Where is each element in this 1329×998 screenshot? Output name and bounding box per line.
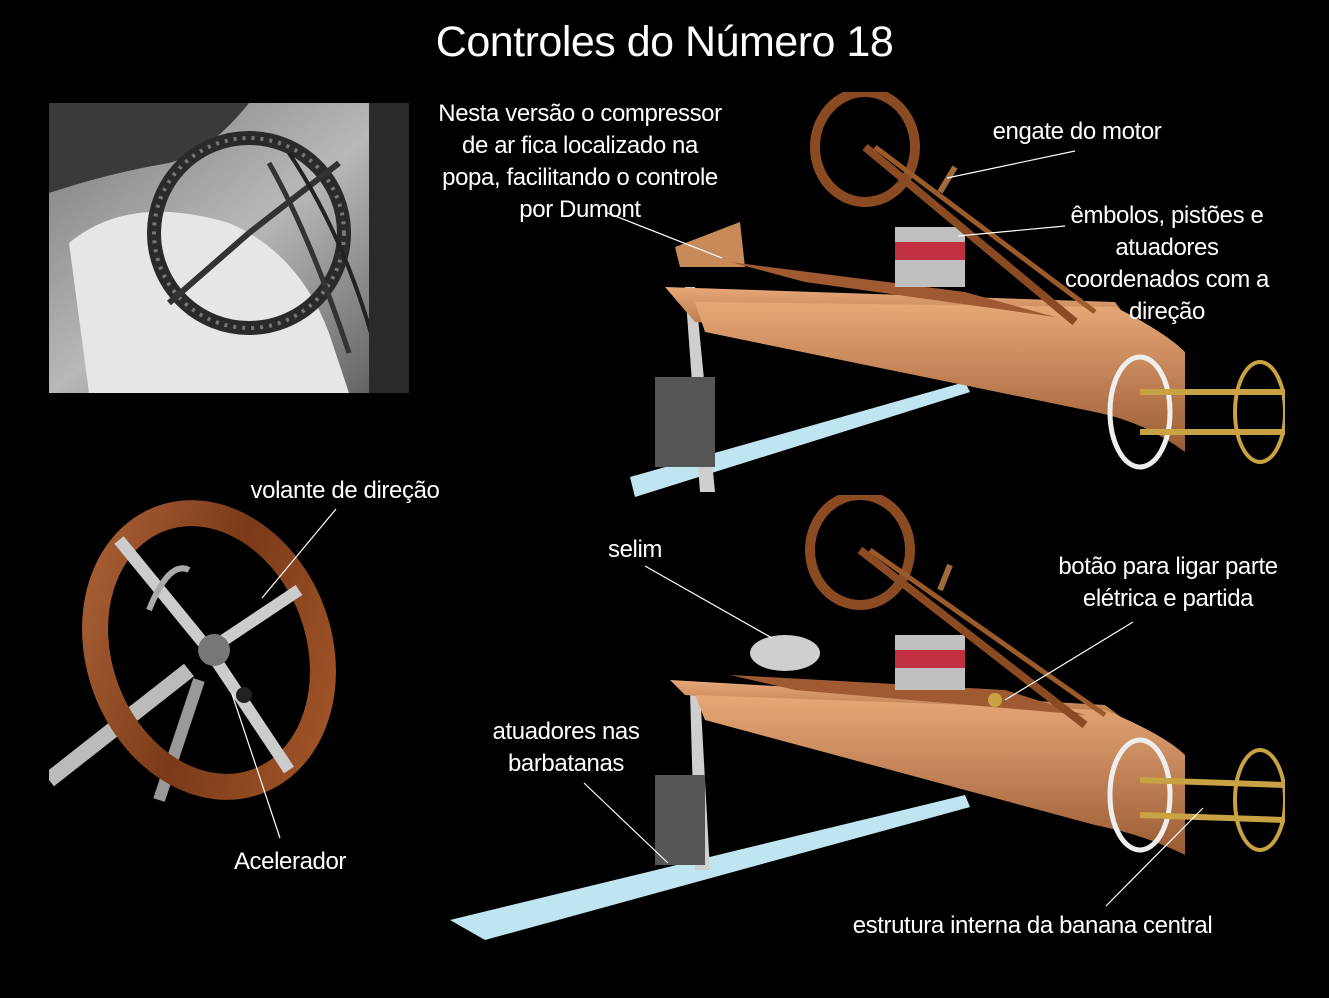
render-top <box>630 92 1285 497</box>
label-acelerador: Acelerador <box>233 848 347 875</box>
label-volante: volante de direção <box>250 477 440 504</box>
page-title: Controles do Número 18 <box>435 18 894 66</box>
historical-photo <box>49 103 409 393</box>
render-bottom <box>450 495 1285 940</box>
label-engate: engate do motor <box>992 118 1162 145</box>
steering-wheel-closeup <box>49 500 336 802</box>
label-compressor: Nesta versão o compressor de ar fica loc… <box>438 100 722 223</box>
label-atuadores-barbatanas: atuadores nas barbatanas <box>492 718 640 777</box>
label-selim: selim <box>607 536 662 563</box>
label-embolos: êmbolos, pistões e atuadores coordenados… <box>1065 202 1269 325</box>
label-estrutura: estrutura interna da banana central <box>852 912 1213 939</box>
label-botao: botão para ligar parte elétrica e partid… <box>1058 553 1278 612</box>
